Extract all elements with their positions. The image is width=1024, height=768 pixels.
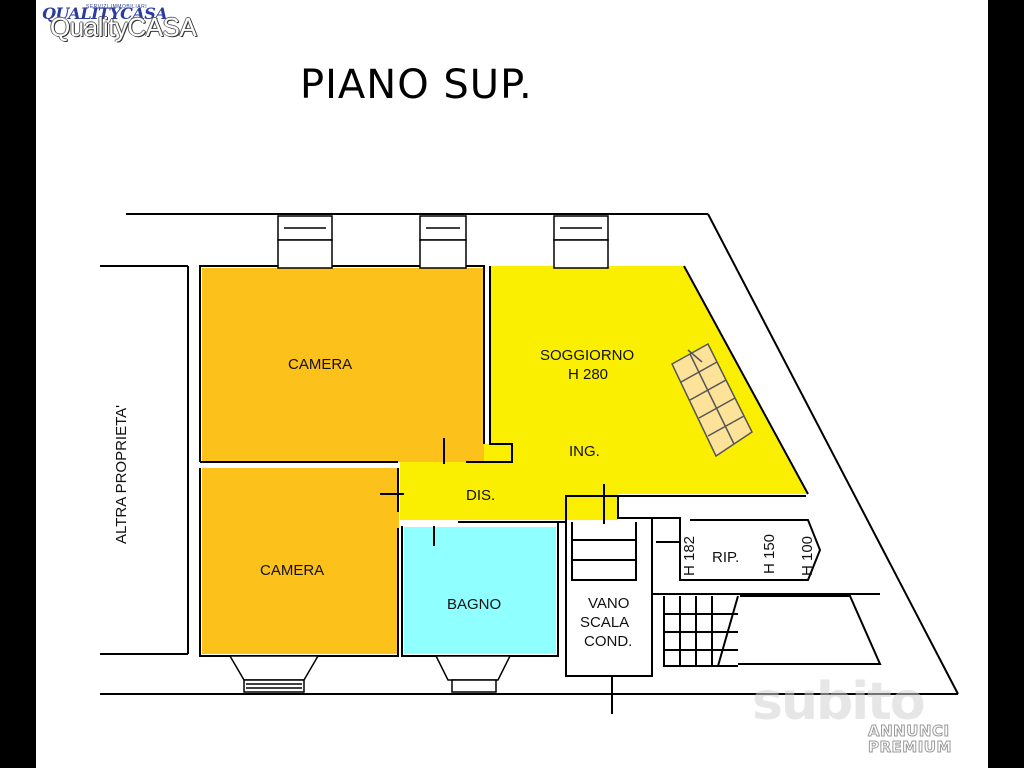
camera-bottom-fill (202, 468, 399, 654)
bagno-fill (404, 527, 556, 654)
soggiorno-height-label: H 280 (568, 366, 608, 383)
camera-top-label: CAMERA (288, 356, 352, 373)
ripostiglio-label: RIP. (712, 549, 739, 566)
brand-logo: QUALITYCASA (42, 4, 168, 23)
disimpegno-label: DIS. (466, 487, 495, 504)
annunci-watermark: ANNUNCI (868, 722, 950, 741)
soggiorno-fill (430, 266, 808, 520)
bagno-label: BAGNO (447, 596, 501, 613)
rip-height-182: H 182 (681, 536, 698, 576)
soggiorno-label: SOGGIORNO (540, 347, 634, 364)
subito-watermark: subito (752, 672, 926, 732)
plan-title: PIANO SUP. (300, 62, 533, 108)
vano-label-line2: SCALA (580, 614, 629, 631)
rip-height-150: H 150 (761, 534, 778, 574)
altra-proprieta-label: ALTRA PROPRIETA' (113, 405, 130, 544)
windows-top (277, 215, 609, 269)
camera-bottom-label: CAMERA (260, 562, 324, 579)
windows-bottom (228, 655, 512, 693)
premium-watermark: PREMIUM (868, 738, 952, 757)
ingresso-label: ING. (569, 443, 600, 460)
rip-height-100: H 100 (799, 536, 816, 576)
skylight-icon (671, 342, 753, 458)
brand-name: QualityCASA (50, 12, 197, 42)
brand-tagline: SERVIZI IMMOBILIARI (86, 4, 148, 10)
vano-label-line3: COND. (584, 633, 632, 650)
camera-top-fill (202, 268, 484, 462)
disimpegno-fill (400, 462, 430, 520)
vano-label-line1: VANO (588, 595, 629, 612)
